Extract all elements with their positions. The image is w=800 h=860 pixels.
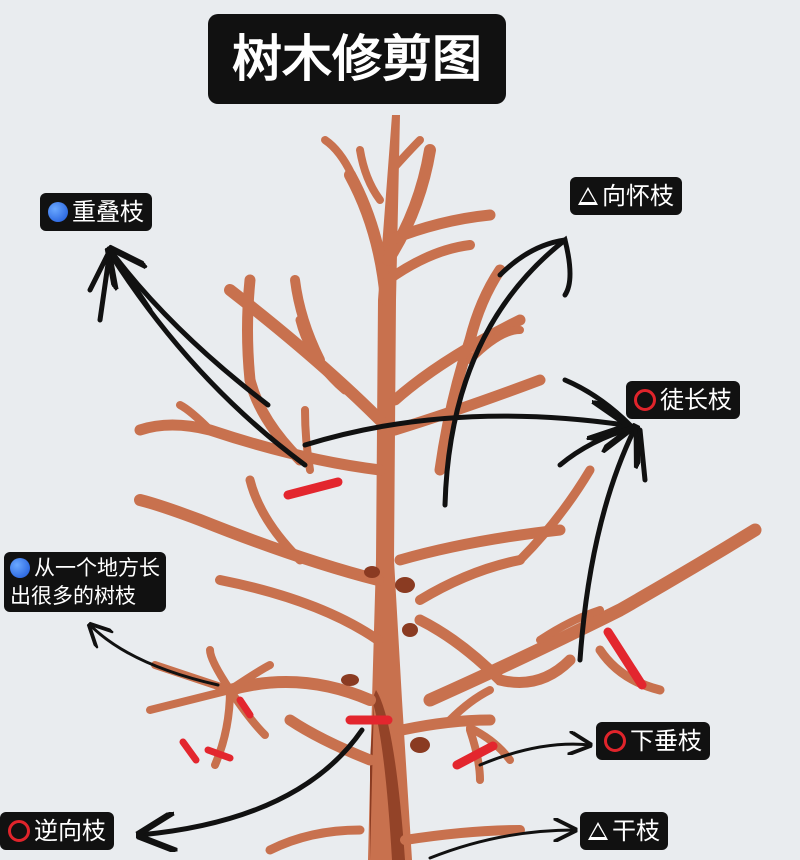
arrow-sprout-2	[577, 428, 635, 663]
branches	[134, 136, 762, 855]
label-dry: 干枝	[580, 812, 668, 850]
arrow-sprout-4	[557, 425, 635, 468]
cut-mark	[283, 477, 343, 500]
arrow-reverse	[140, 727, 365, 835]
triangle-icon	[588, 822, 608, 840]
cut-mark	[452, 741, 498, 770]
label-inward: 向怀枝	[570, 177, 682, 215]
red-ring-icon	[604, 730, 626, 752]
arrow-dry	[428, 830, 575, 860]
label-reverse-text: 逆向枝	[34, 817, 106, 845]
red-ring-icon	[8, 820, 30, 842]
blue-circle-icon	[10, 558, 30, 578]
cut-mark	[236, 696, 254, 719]
label-overlap: 重叠枝	[40, 193, 152, 231]
label-water-sprout: 徒长枝	[626, 381, 740, 419]
arrow-inward-2	[497, 237, 568, 278]
cut-mark	[179, 738, 200, 764]
arrow-inward-1	[442, 235, 573, 508]
arrow-overlap-5	[107, 247, 153, 313]
label-inward-text: 向怀枝	[602, 182, 674, 210]
branch-knots	[341, 566, 430, 753]
trunk	[368, 115, 412, 860]
arrow-cluster	[90, 625, 220, 687]
arrow-drooping	[478, 744, 590, 767]
label-cluster: 从一个地方长 出很多的树枝	[4, 552, 166, 612]
cut-mark	[603, 627, 647, 690]
label-overlap-text: 重叠枝	[72, 198, 144, 226]
label-cluster-line1: 从一个地方长	[34, 556, 160, 580]
label-cluster-line2: 出很多的树枝	[10, 584, 136, 608]
arrow-sprout-1	[302, 416, 625, 448]
arrow-sprout-3	[562, 377, 633, 428]
blue-circle-icon	[48, 202, 68, 222]
title-text: 树木修剪图	[232, 30, 482, 88]
label-reverse: 逆向枝	[0, 812, 114, 850]
cut-marks	[179, 477, 647, 770]
label-water-sprout-text: 徒长枝	[660, 386, 732, 414]
label-drooping-text: 下垂枝	[630, 727, 702, 755]
triangle-icon	[578, 187, 598, 205]
label-cluster-row: 从一个地方长	[10, 554, 160, 582]
label-dry-text: 干枝	[612, 817, 660, 845]
label-drooping: 下垂枝	[596, 722, 710, 760]
arrows	[90, 235, 648, 860]
arrow-sprout-5	[637, 427, 648, 483]
page-title: 树木修剪图	[208, 14, 506, 104]
arrow-overlap-4	[97, 247, 113, 323]
cut-mark	[204, 746, 234, 762]
red-ring-icon	[634, 389, 656, 411]
